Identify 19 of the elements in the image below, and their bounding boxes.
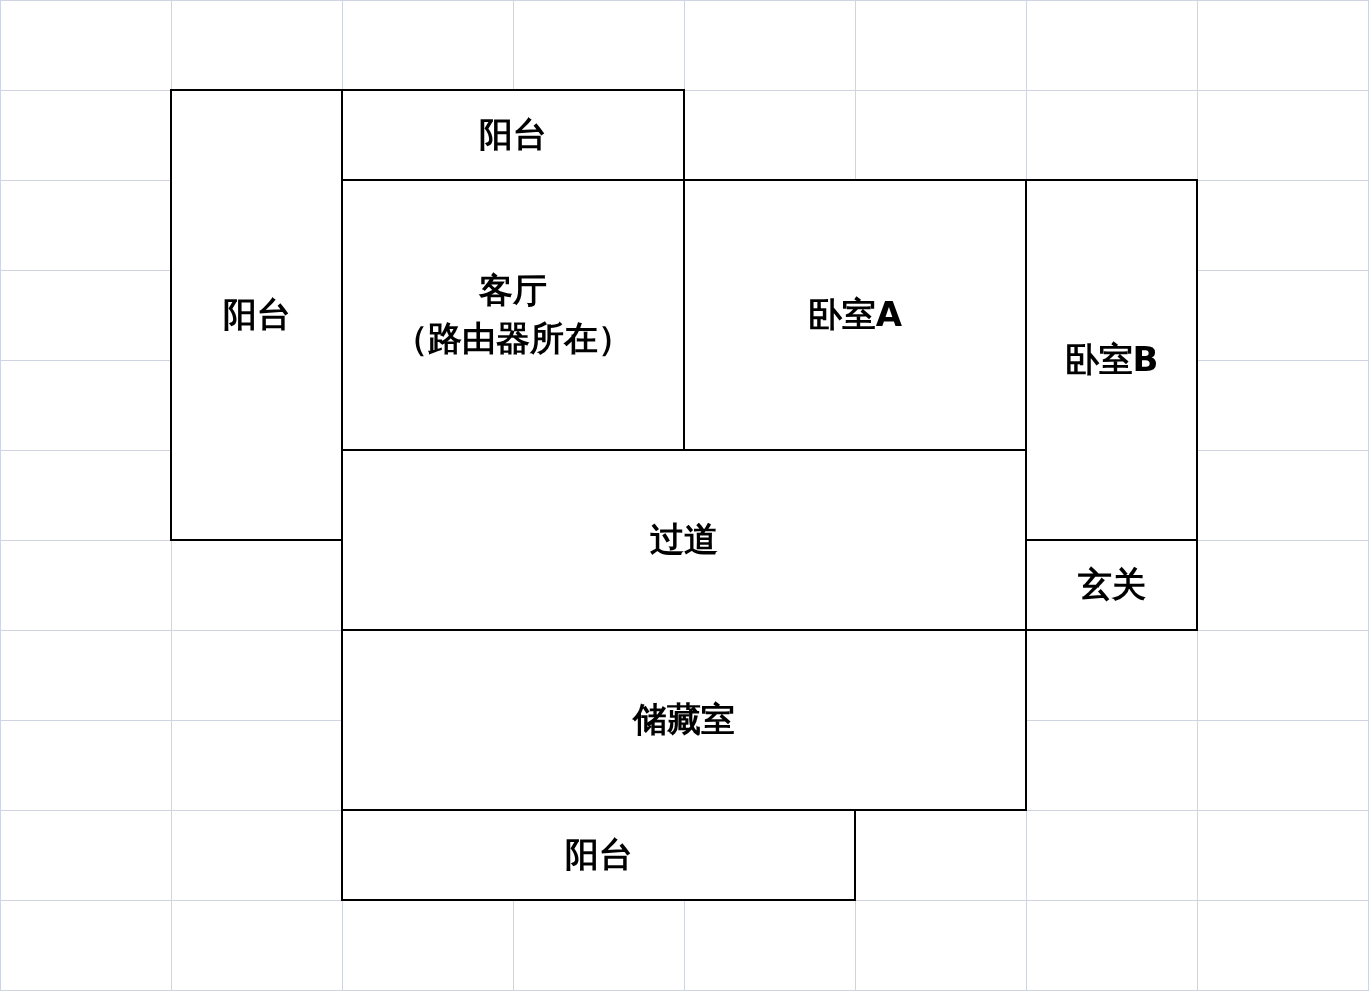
room-outline	[1025, 179, 1198, 541]
room-outline	[1025, 539, 1198, 631]
room-outline	[341, 449, 1027, 631]
room-name: （路由器所在）	[394, 317, 632, 360]
room-name: 卧室A	[807, 293, 903, 337]
room-name: 客厅	[479, 269, 547, 313]
room-name: 阳台	[222, 293, 291, 337]
room-name: 阳台	[564, 833, 633, 877]
room-name: 卧室B	[1064, 338, 1159, 382]
room-name: 储藏室	[633, 698, 735, 742]
room-outline	[683, 179, 1027, 451]
room-outline	[341, 629, 1027, 811]
room-outline	[341, 89, 685, 181]
room-name: 玄关	[1077, 563, 1146, 607]
room-name: 过道	[650, 518, 718, 562]
room-outline	[170, 89, 343, 541]
room-outline	[341, 809, 856, 901]
room-name: 阳台	[479, 113, 547, 157]
room-outline	[341, 179, 685, 451]
